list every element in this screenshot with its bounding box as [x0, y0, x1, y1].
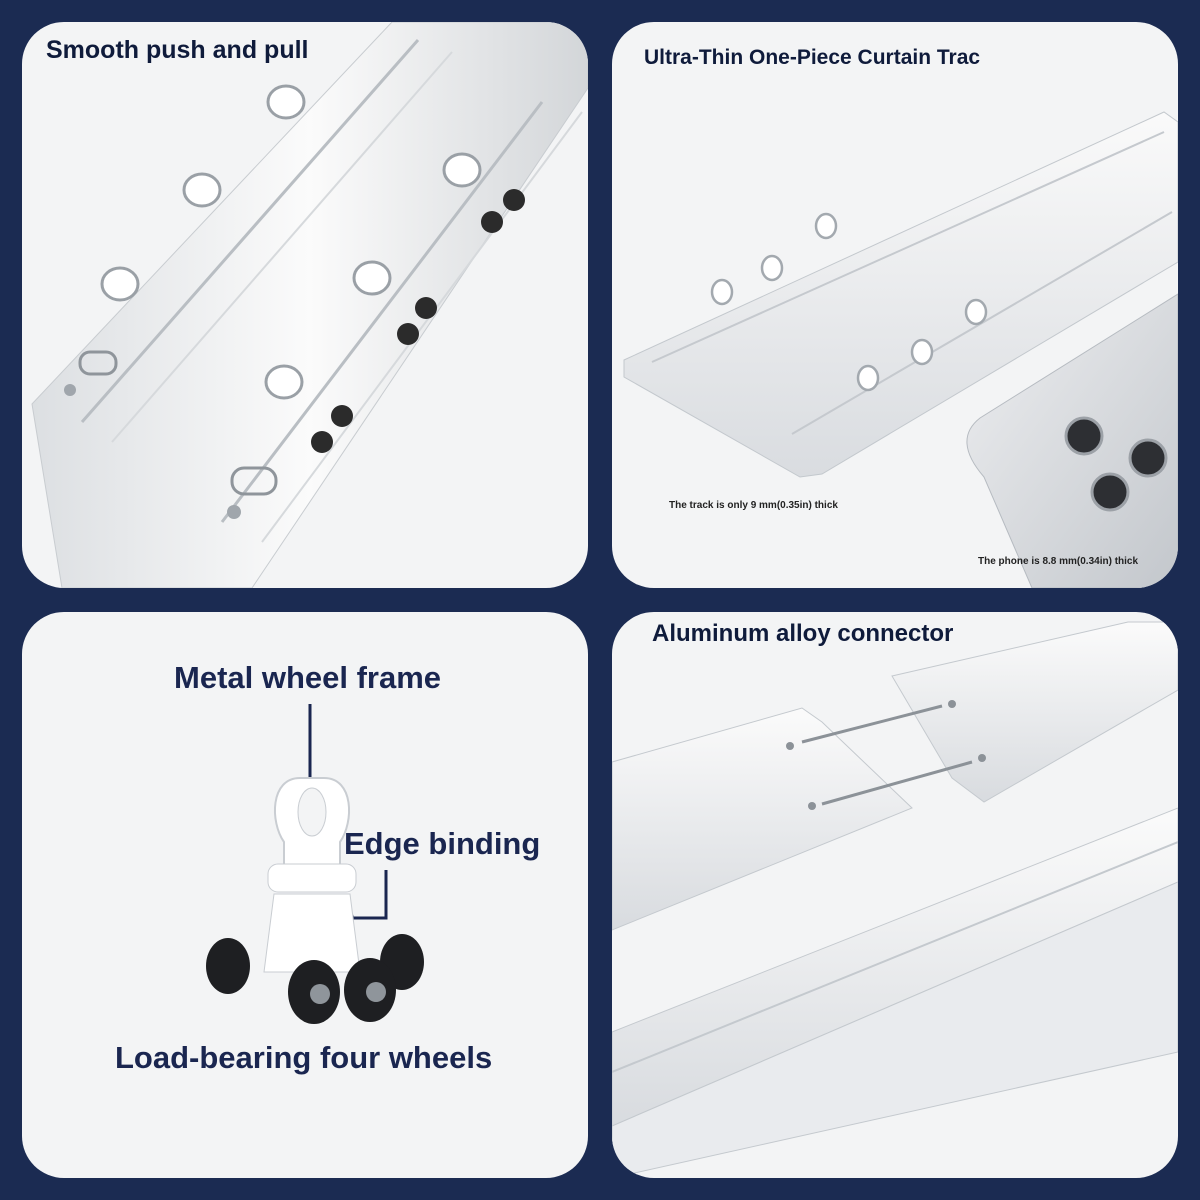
panel-smooth-push-pull: Smooth push and pull: [22, 22, 588, 588]
callout-edge-binding: Edge binding: [344, 826, 541, 861]
track-thickness-note: The track is only 9 mm(0.35in) thick: [669, 500, 838, 511]
callout-metal-wheel-frame: Metal wheel frame: [174, 660, 442, 695]
callout-four-wheels: Load-bearing four wheels: [115, 1040, 493, 1075]
panel-wheel-diagram: Metal wheel frame Edge binding Load-bear…: [22, 612, 588, 1178]
panel-title: Aluminum alloy connector: [652, 620, 954, 647]
panel-connector: Aluminum alloy connector: [612, 612, 1178, 1178]
track-and-phone-illustration: [623, 111, 1178, 588]
panel-title: Smooth push and pull: [46, 36, 309, 64]
roller-wheel-illustration: [206, 704, 424, 1024]
panel-ultra-thin: Ultra-Thin One-Piece Curtain Trac The tr…: [612, 22, 1178, 588]
track-rollers-illustration: [31, 22, 588, 588]
phone-thickness-note: The phone is 8.8 mm(0.34in) thick: [978, 556, 1139, 567]
connector-illustration: [612, 621, 1178, 1178]
panel-title: Ultra-Thin One-Piece Curtain Trac: [644, 46, 981, 69]
